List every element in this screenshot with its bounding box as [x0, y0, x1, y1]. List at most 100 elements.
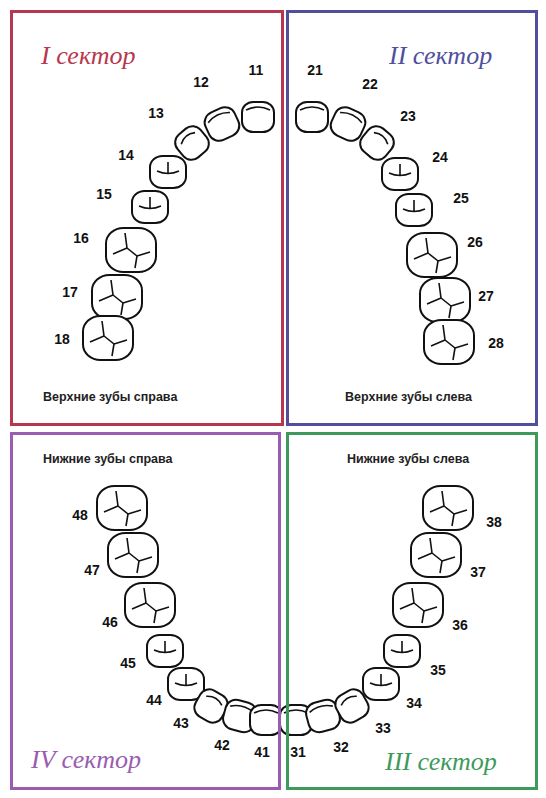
tooth-fissure [340, 110, 363, 123]
tooth-fissure [403, 200, 425, 212]
tooth-outline [147, 635, 183, 667]
tooth [407, 233, 457, 277]
tooth-fissure [206, 694, 223, 706]
tooth-outline [424, 320, 474, 364]
tooth-number: 36 [452, 618, 468, 632]
tooth-fissure [370, 674, 392, 686]
tooth-number: 25 [453, 191, 469, 205]
tooth-fissure [300, 107, 324, 110]
tooth-outline [125, 583, 175, 627]
tooth-outline [411, 533, 461, 577]
tooth [125, 583, 175, 627]
tooth-fissure [309, 703, 333, 712]
tooth-outline [83, 316, 133, 360]
tooth-number: 13 [148, 106, 164, 120]
tooth [384, 635, 420, 667]
sector-title: III сектор [385, 749, 497, 775]
tooth-fissure [400, 588, 437, 623]
tooth-fissure [430, 491, 467, 526]
tooth-number: 27 [478, 289, 494, 303]
sector-box: I секторВерхние зубы справа [10, 10, 284, 426]
tooth-fissure [99, 280, 136, 315]
tooth-number: 28 [488, 336, 504, 350]
tooth-number: 34 [406, 696, 422, 710]
tooth [97, 486, 147, 530]
tooth [423, 486, 473, 530]
tooth-fissure [427, 283, 464, 318]
sector-box: II секторВерхние зубы слева [286, 10, 538, 426]
tooth-number: 15 [96, 187, 112, 201]
tooth-outline [420, 278, 470, 322]
sector-box: Нижние зубы справа IV сектор [10, 432, 281, 790]
tooth [382, 158, 418, 190]
sector-caption: Верхние зубы справа [43, 391, 177, 404]
tooth-outline [396, 194, 432, 226]
tooth-number: 45 [120, 656, 136, 670]
tooth [242, 102, 274, 132]
tooth-number: 14 [118, 148, 134, 162]
tooth-number: 22 [362, 77, 378, 91]
tooth-number: 35 [430, 663, 446, 677]
tooth-number: 21 [307, 63, 323, 77]
tooth-fissure [90, 321, 127, 356]
tooth-outline [150, 156, 186, 188]
tooth-outline [423, 486, 473, 530]
tooth-number: 26 [467, 235, 483, 249]
tooth-fissure [157, 162, 179, 174]
tooth-number: 43 [173, 716, 189, 730]
tooth-outline [250, 705, 282, 735]
sector-caption: Нижние зубы справа [43, 453, 173, 466]
tooth-outline [97, 486, 147, 530]
tooth-outline [363, 668, 399, 700]
tooth-number: 42 [214, 738, 230, 752]
tooth-fissure [389, 164, 411, 176]
sector-caption: Нижние зубы слева [347, 453, 469, 466]
tooth-outline [242, 102, 274, 132]
tooth-outline [296, 102, 328, 132]
tooth-outline [106, 228, 156, 272]
tooth-number: 46 [102, 615, 118, 629]
tooth [424, 320, 474, 364]
tooth-number: 17 [62, 285, 78, 299]
tooth-number: 16 [73, 231, 89, 245]
tooth-number: 31 [290, 745, 306, 759]
tooth-outline [132, 191, 168, 223]
tooth [106, 228, 156, 272]
tooth-number: 23 [400, 109, 416, 123]
tooth-fissure [254, 710, 278, 713]
sector-title: I сектор [41, 43, 136, 69]
tooth-number: 11 [249, 63, 264, 77]
sector-box: Нижние зубы слеваIII сектор [286, 432, 538, 790]
tooth [83, 316, 133, 360]
tooth-fissure [154, 641, 176, 653]
tooth [168, 668, 204, 700]
tooth-fissure [207, 110, 230, 123]
tooth-fissure [431, 325, 468, 360]
tooth [92, 275, 142, 319]
sector-title: II сектор [389, 43, 492, 69]
tooth-outline [92, 275, 142, 319]
tooth-outline [407, 233, 457, 277]
tooth-outline [382, 158, 418, 190]
tooth-number: 24 [432, 150, 448, 164]
tooth-number: 37 [470, 565, 486, 579]
tooth-fissure [179, 130, 195, 144]
tooth [411, 533, 461, 577]
sector-caption: Верхние зубы слева [345, 391, 472, 404]
tooth-number: 47 [84, 563, 100, 577]
tooth-number: 44 [146, 693, 162, 707]
tooth-fissure [104, 491, 141, 526]
tooth [150, 156, 186, 188]
tooth-number: 12 [193, 75, 209, 89]
tooth-outline [384, 635, 420, 667]
tooth-fissure [246, 107, 270, 110]
tooth [396, 194, 432, 226]
tooth-fissure [115, 538, 152, 573]
sector-title: IV сектор [31, 747, 141, 773]
tooth-fissure [340, 694, 357, 706]
tooth [420, 278, 470, 322]
tooth [250, 705, 282, 735]
tooth [108, 533, 158, 577]
tooth-number: 32 [333, 740, 349, 754]
tooth-fissure [175, 674, 197, 686]
